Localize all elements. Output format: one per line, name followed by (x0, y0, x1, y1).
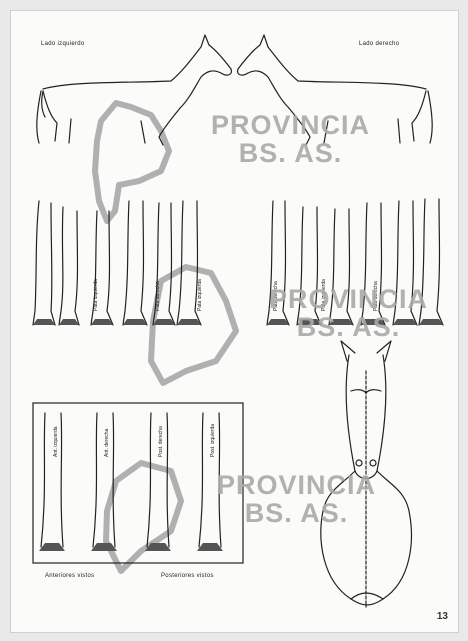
province-map-watermark (95, 103, 236, 571)
watermark-middle: PROVINCIA BS. AS. (269, 285, 428, 341)
horse-left-side-illustration (37, 35, 232, 145)
watermark-line2: BS. AS. (217, 499, 376, 527)
caption-right-side: Lado derecho (359, 41, 399, 47)
caption-left-side: Lado izquierdo (41, 41, 85, 47)
hooves-box-group (39, 543, 223, 551)
watermark-top: PROVINCIA BS. AS. (211, 111, 370, 167)
box-caption-left: Anteriores vistos (45, 573, 94, 579)
watermark-line1: PROVINCIA (211, 111, 370, 139)
box-leg-label: Post. derecha (158, 426, 164, 457)
page-number: 13 (437, 611, 448, 622)
leg-label: Pata izquierda (93, 279, 99, 311)
legs-box-group (41, 413, 221, 547)
watermark-bottom: PROVINCIA BS. AS. (217, 471, 376, 527)
document-page: Lado izquierdo Lado derecho Pata izquier… (10, 10, 459, 633)
box-leg-label: Ant. derecha (104, 429, 110, 457)
watermark-line2: BS. AS. (211, 139, 370, 167)
box-leg-label: Post. izquierda (210, 424, 216, 457)
hooves-left-group (33, 319, 201, 325)
box-caption-right: Posteriores vistos (161, 573, 214, 579)
box-leg-label: Ant. izquierda (53, 426, 59, 457)
leg-label: Pata derecha (155, 281, 161, 311)
watermark-line1: PROVINCIA (269, 285, 428, 313)
legs-left-group (33, 201, 201, 325)
leg-label: Pata izquierda (197, 279, 203, 311)
watermark-line2: BS. AS. (269, 313, 428, 341)
watermark-line1: PROVINCIA (217, 471, 376, 499)
